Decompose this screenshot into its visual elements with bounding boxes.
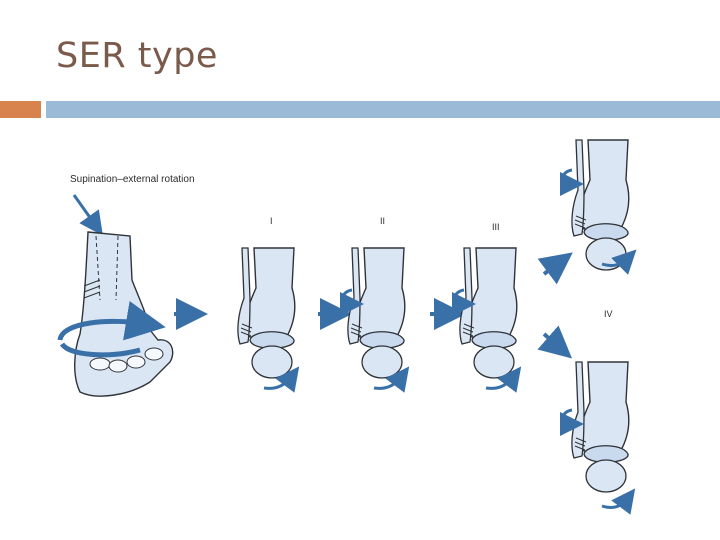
step-arrow-4a — [537, 252, 573, 285]
step-arrow-4b — [537, 325, 573, 359]
accent-bar-blue — [46, 101, 720, 118]
stage-1-label: I — [270, 216, 273, 226]
stage-4-lower-illustration — [559, 361, 636, 515]
stage-3-illustration — [451, 247, 522, 393]
stage-3-label: III — [492, 222, 500, 232]
stage-2-label: II — [380, 216, 385, 226]
caption-label: Supination–external rotation — [70, 174, 195, 185]
stage-2-illustration — [339, 247, 410, 393]
stage-4-label: IV — [604, 309, 613, 319]
foot-illustration — [57, 231, 174, 397]
stage-1-illustration — [237, 247, 300, 393]
stage-4-upper-illustration — [559, 139, 637, 275]
slide-title: SER type — [56, 36, 218, 76]
accent-bar-orange — [0, 101, 41, 118]
force-arrow — [72, 194, 103, 236]
